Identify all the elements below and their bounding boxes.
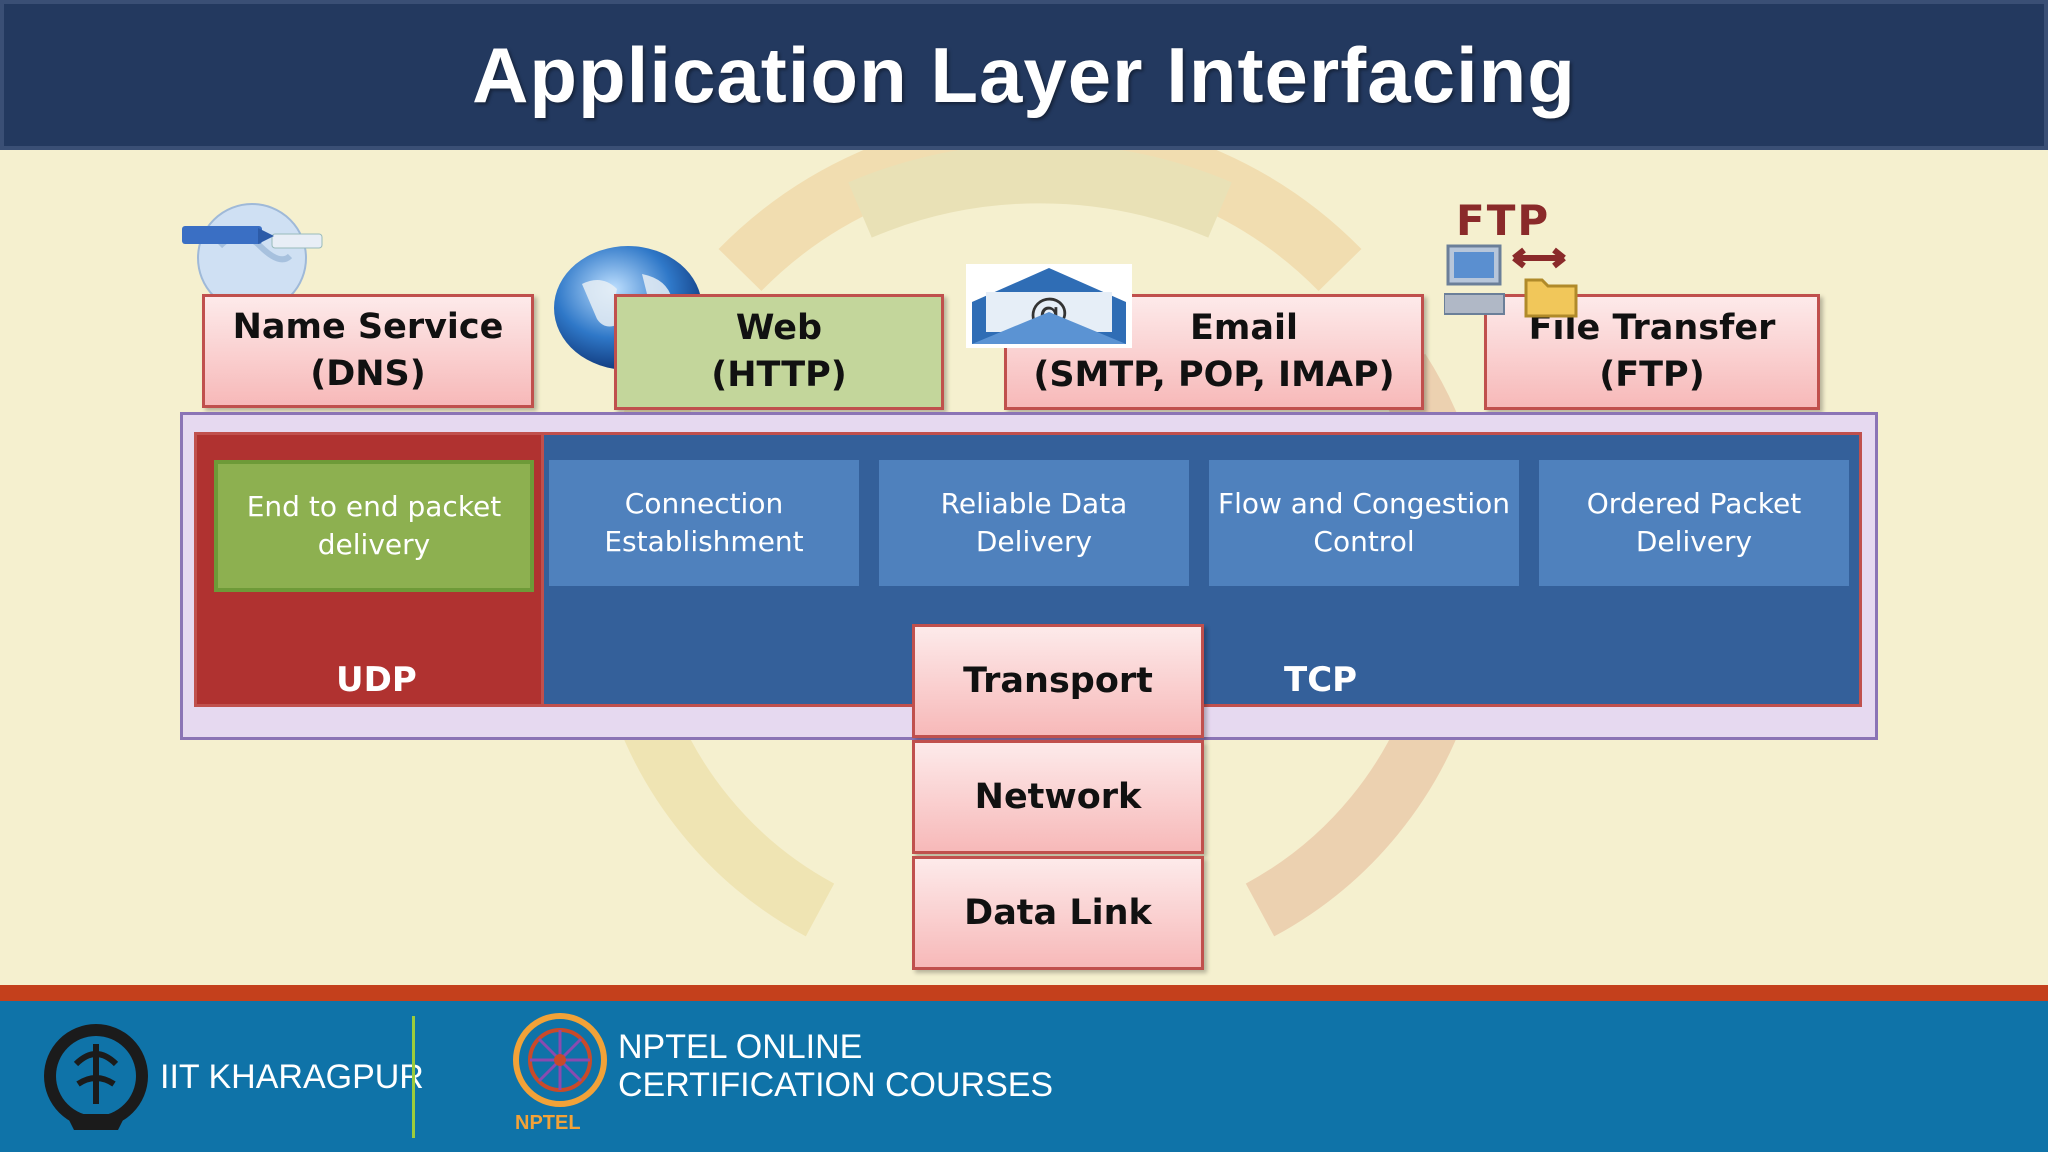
udp-service-box: End to end packet delivery bbox=[214, 460, 534, 592]
footer bbox=[0, 1001, 2048, 1152]
tcp-service-box: Reliable Data Delivery bbox=[879, 460, 1189, 586]
title-bar: Application Layer Interfacing bbox=[0, 0, 2048, 150]
stack-layer-transport: Transport bbox=[912, 624, 1204, 738]
iit-kharagpur-logo-icon bbox=[44, 1024, 148, 1130]
tcp-service-box: Connection Establishment bbox=[549, 460, 859, 586]
app-web-name: Web bbox=[735, 307, 823, 348]
footer-divider bbox=[412, 1016, 415, 1138]
app-box-email: Email (SMTP, POP, IMAP) bbox=[1004, 294, 1424, 410]
app-dns-protocol: (DNS) bbox=[310, 354, 426, 394]
app-box-ftp: File Transfer (FTP) bbox=[1484, 294, 1820, 410]
ftp-icon-label: FTP bbox=[1456, 196, 1551, 245]
tcp-service-box: Ordered Packet Delivery bbox=[1539, 460, 1849, 586]
app-box-web: Web (HTTP) bbox=[614, 294, 944, 410]
stack-layer-network: Network bbox=[912, 740, 1204, 854]
nptel-logo-icon bbox=[513, 1013, 607, 1107]
footer-stripe bbox=[0, 985, 2048, 1001]
email-envelope-icon: @ bbox=[966, 264, 1132, 348]
app-web-protocol: (HTTP) bbox=[711, 355, 847, 395]
institute-name: IIT KHARAGPUR bbox=[160, 1058, 424, 1096]
app-email-protocol: (SMTP, POP, IMAP) bbox=[1033, 355, 1395, 395]
app-box-dns: Name Service (DNS) bbox=[202, 294, 534, 408]
stack-layer-data-link: Data Link bbox=[912, 856, 1204, 970]
app-ftp-protocol: (FTP) bbox=[1599, 355, 1705, 395]
app-dns-name: Name Service bbox=[232, 306, 504, 347]
course-line-2: CERTIFICATION COURSES bbox=[618, 1066, 1054, 1104]
tcp-label: TCP bbox=[1284, 660, 1358, 700]
nptel-logo-text: NPTEL bbox=[515, 1112, 581, 1134]
tcp-service-box: Flow and Congestion Control bbox=[1209, 460, 1519, 586]
udp-label: UDP bbox=[336, 660, 417, 700]
page-title: Application Layer Interfacing bbox=[472, 30, 1576, 119]
app-email-name: Email bbox=[1190, 307, 1298, 348]
ftp-transfer-icon bbox=[1444, 244, 1578, 318]
course-line-1: NPTEL ONLINE bbox=[618, 1028, 863, 1066]
dns-globe-icon bbox=[182, 203, 323, 313]
